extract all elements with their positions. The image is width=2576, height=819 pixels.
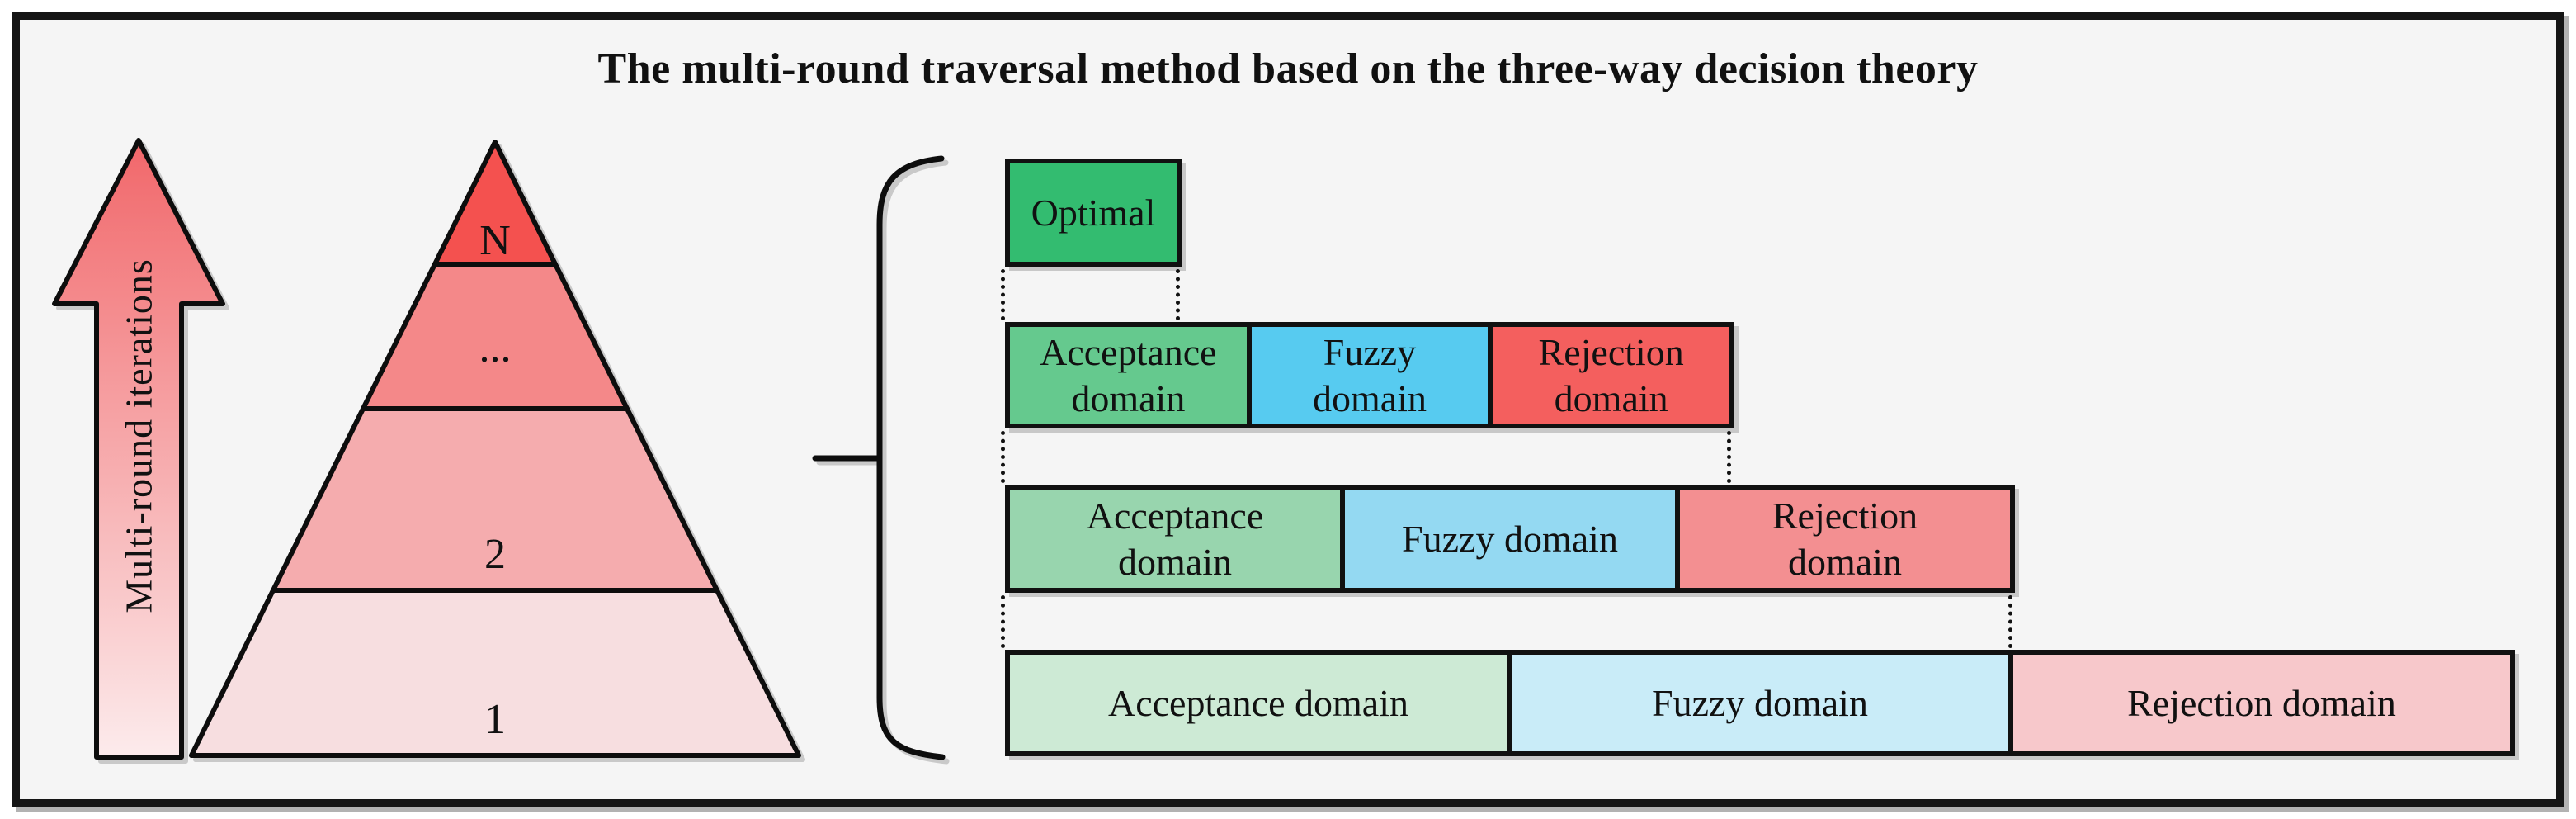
fuzzy-domain-cell: Fuzzy domain bbox=[1246, 327, 1489, 424]
dotted-connector bbox=[1001, 269, 1005, 320]
dotted-connector bbox=[2008, 595, 2012, 648]
round-dots-row: Acceptance domain Fuzzy domain Rejection… bbox=[1005, 322, 1734, 428]
round-2-row: Acceptance domain Fuzzy domain Rejection… bbox=[1005, 485, 2015, 593]
dotted-connector bbox=[1727, 431, 1731, 483]
arrow-label: Multi-round iterations bbox=[117, 258, 160, 613]
round-n-row: Optimal bbox=[1005, 159, 1182, 267]
rejection-domain-cell: Rejection domain bbox=[1675, 490, 2010, 588]
left-curly-brace bbox=[812, 155, 946, 760]
pyramid-level-1 bbox=[189, 588, 801, 758]
pyramid-level-1-label: 1 bbox=[484, 696, 506, 743]
rejection-domain-cell: Rejection domain bbox=[2008, 655, 2510, 751]
pyramid-level-n-label: N bbox=[479, 217, 511, 264]
rejection-domain-cell: Rejection domain bbox=[1488, 327, 1730, 424]
pyramid-level-2-label: 2 bbox=[484, 531, 506, 578]
up-arrow-shape bbox=[52, 138, 225, 760]
round-1-row: Acceptance domain Fuzzy domain Rejection… bbox=[1005, 650, 2515, 756]
acceptance-domain-cell: Acceptance domain bbox=[1010, 490, 1340, 588]
acceptance-domain-cell: Acceptance domain bbox=[1010, 327, 1247, 424]
pyramid bbox=[189, 140, 801, 758]
pyramid-level-dots-label: ... bbox=[479, 324, 512, 372]
dotted-connector bbox=[1001, 431, 1005, 483]
dotted-connector bbox=[1001, 595, 1005, 648]
fuzzy-domain-cell: Fuzzy domain bbox=[1340, 490, 1675, 588]
optimal-cell: Optimal bbox=[1010, 163, 1177, 262]
figure-title: The multi-round traversal method based o… bbox=[597, 45, 1979, 92]
fuzzy-domain-cell: Fuzzy domain bbox=[1507, 655, 2008, 751]
dotted-connector bbox=[1176, 269, 1180, 320]
acceptance-domain-cell: Acceptance domain bbox=[1010, 655, 1507, 751]
